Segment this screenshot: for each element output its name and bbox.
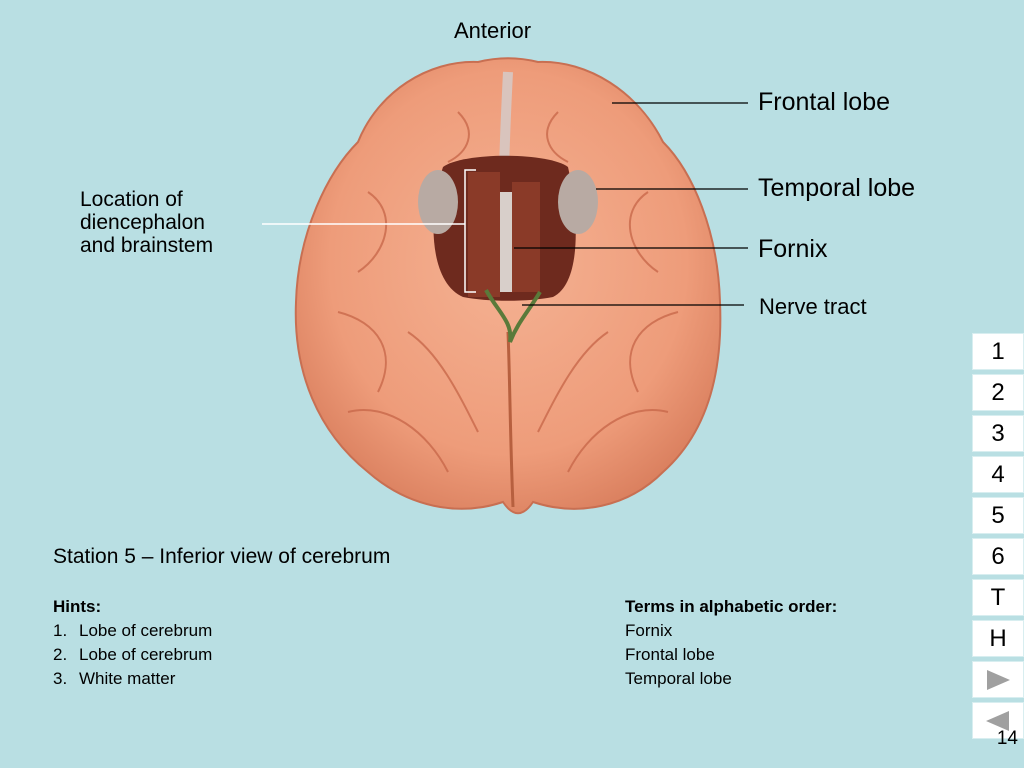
location-bracket xyxy=(262,169,476,293)
hint-text: White matter xyxy=(79,669,176,688)
hint-number: 3. xyxy=(53,669,68,688)
hint-number: 1. xyxy=(53,621,68,640)
list-item: 3. White matter xyxy=(53,667,212,691)
nav-button-6[interactable]: 6 xyxy=(972,538,1024,575)
list-item: Fornix xyxy=(625,621,673,640)
nav-button-2[interactable]: 2 xyxy=(972,374,1024,411)
station-navigation: 1 2 3 4 5 6 T H xyxy=(972,333,1024,743)
label-frontal-lobe: Frontal lobe xyxy=(758,88,891,116)
leader-lines xyxy=(514,102,748,306)
list-item: 1. Lobe of cerebrum xyxy=(53,619,212,643)
brain-inferior-view-image xyxy=(294,57,722,515)
hints-heading: Hints: xyxy=(53,597,102,616)
list-item: 2. Lobe of cerebrum xyxy=(53,643,212,667)
label-fornix: Fornix xyxy=(758,235,828,263)
location-line: Location of xyxy=(80,188,183,211)
label-temporal-lobe: Temporal lobe xyxy=(758,174,916,202)
location-line: and brainstem xyxy=(80,234,214,257)
nav-button-5[interactable]: 5 xyxy=(972,497,1024,534)
hints-block: Hints: 1. Lobe of cerebrum 2. Lobe of cere… xyxy=(53,595,212,691)
list-item: Frontal lobe xyxy=(625,645,715,664)
nav-button-t[interactable]: T xyxy=(972,579,1024,616)
nav-button-3[interactable]: 3 xyxy=(972,415,1024,452)
play-left-icon xyxy=(986,710,1009,731)
previous-button[interactable] xyxy=(972,702,1024,739)
station-title: Station 5 – Inferior view of cerebrum xyxy=(53,545,391,568)
nav-button-4[interactable]: 4 xyxy=(972,456,1024,493)
nav-button-1[interactable]: 1 xyxy=(972,333,1024,370)
hint-number: 2. xyxy=(53,645,68,664)
terms-heading: Terms in alphabetic order: xyxy=(625,597,838,616)
hint-text: Lobe of cerebrum xyxy=(79,645,213,664)
next-button[interactable] xyxy=(972,661,1024,698)
list-item: Temporal lobe xyxy=(625,669,732,688)
nav-button-h[interactable]: H xyxy=(972,620,1024,657)
label-nerve-tract: Nerve tract xyxy=(759,294,867,319)
orientation-label: Anterior xyxy=(454,18,532,43)
hint-text: Lobe of cerebrum xyxy=(79,621,213,640)
terms-block: Terms in alphabetic order: Fornix Fronta… xyxy=(625,595,837,691)
play-right-icon xyxy=(987,669,1010,690)
label-diencephalon-location: Location of diencephalon and brainstem xyxy=(80,188,213,257)
page-number: 14 xyxy=(996,728,1018,749)
location-line: diencephalon xyxy=(80,211,205,234)
